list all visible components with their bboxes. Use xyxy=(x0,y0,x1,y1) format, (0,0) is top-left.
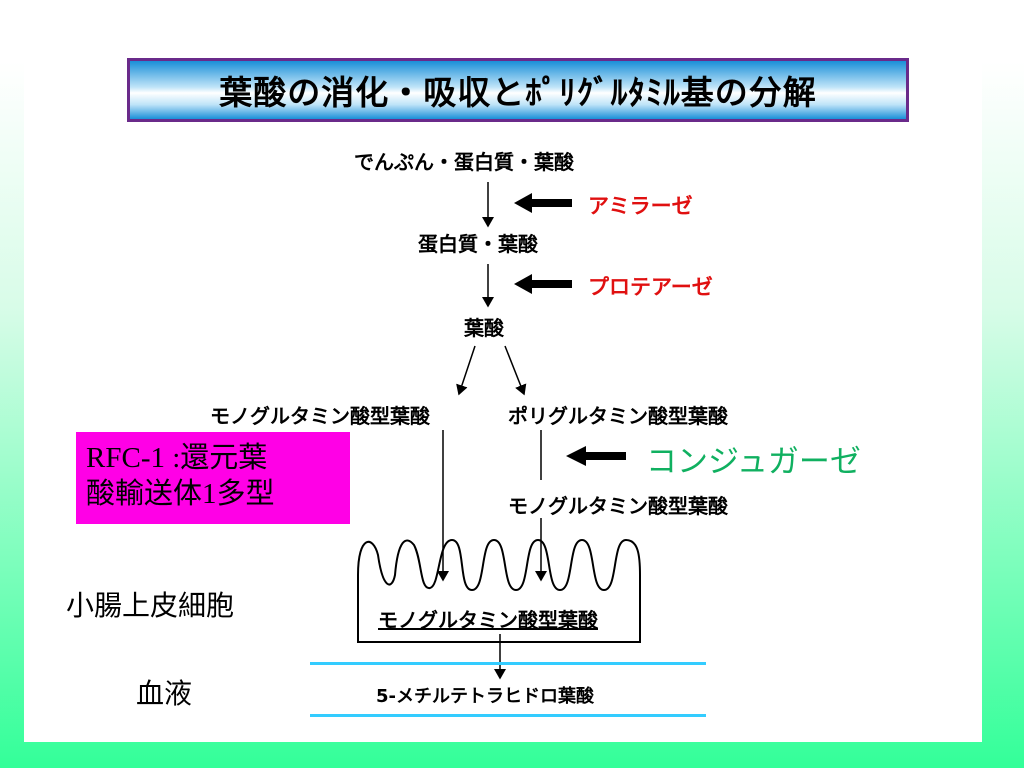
node-blood-product: 5-メチルテトラヒドロ葉酸 xyxy=(376,686,594,707)
blood-line-top xyxy=(310,662,706,665)
enzyme-arrow-protease xyxy=(514,274,572,294)
blood-line-bottom xyxy=(310,714,706,717)
node-protein-folate: 蛋白質・葉酸 xyxy=(418,232,538,256)
enzyme-conjugase: コンジュガーゼ xyxy=(646,444,861,480)
enzyme-amylase: アミラーゼ xyxy=(588,194,693,218)
node-start: でんぷん・蛋白質・葉酸 xyxy=(354,150,574,174)
transporter-line-2: 酸輸送体1多型 xyxy=(86,478,275,510)
slide-background xyxy=(24,30,982,742)
node-mono-glutamate: モノグルタミン酸型葉酸 xyxy=(210,404,430,428)
arrow-folate-to-poly xyxy=(504,345,527,396)
node-poly-glutamate: ポリグルタミン酸型葉酸 xyxy=(508,404,728,428)
transporter-box: RFC-1 :還元葉 酸輸送体1多型 xyxy=(76,432,350,524)
title-box: 葉酸の消化・吸収とﾎﾟﾘｸﾞﾙﾀﾐﾙ基の分解 xyxy=(127,58,909,122)
enzyme-arrow-conjugase xyxy=(566,446,626,466)
page-title: 葉酸の消化・吸収とﾎﾟﾘｸﾞﾙﾀﾐﾙ基の分解 xyxy=(219,73,817,112)
transporter-line-1: RFC-1 :還元葉 xyxy=(86,442,268,474)
node-mono-after-conjugase: モノグルタミン酸型葉酸 xyxy=(508,494,728,518)
enzyme-protease: プロテアーゼ xyxy=(588,275,713,299)
enzyme-arrow-amylase xyxy=(514,193,572,213)
arrow-folate-to-mono xyxy=(456,345,476,396)
label-blood: 血液 xyxy=(136,677,193,710)
intestinal-villi xyxy=(357,538,641,643)
node-folate: 葉酸 xyxy=(464,316,504,340)
node-cell-mono: モノグルタミン酸型葉酸 xyxy=(378,608,598,632)
label-intestinal-cell: 小腸上皮細胞 xyxy=(66,589,235,622)
